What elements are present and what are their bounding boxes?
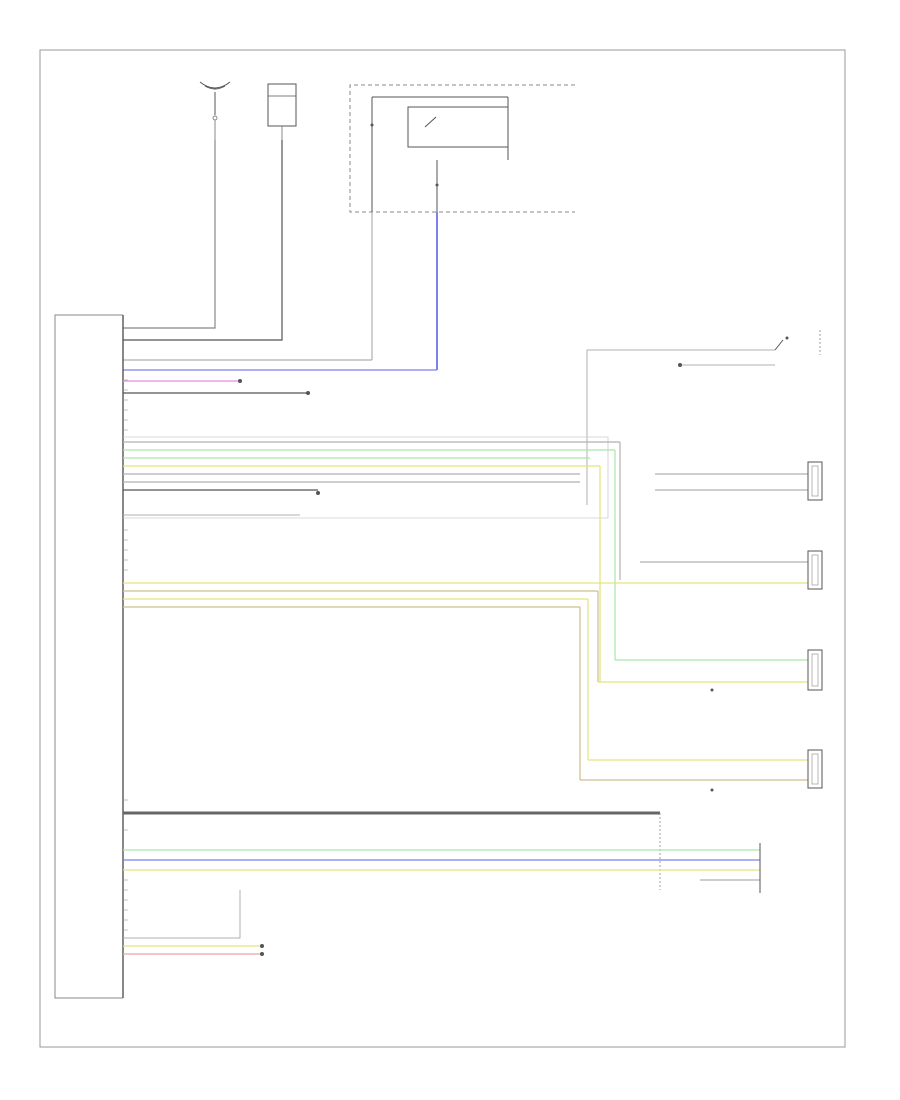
speaker-rf: [655, 461, 823, 501]
speaker-lf: [807, 550, 823, 590]
speaker-lr: [807, 649, 823, 691]
ignition-switch: [586, 330, 821, 505]
antenna-right: [267, 83, 297, 140]
speaker-rr: [807, 749, 823, 789]
antenna-left: [199, 81, 231, 140]
diagram-frame: [39, 49, 846, 1048]
radio-module: [54, 314, 124, 999]
pin-ticks: [123, 379, 128, 931]
fuse-box: [349, 84, 575, 213]
